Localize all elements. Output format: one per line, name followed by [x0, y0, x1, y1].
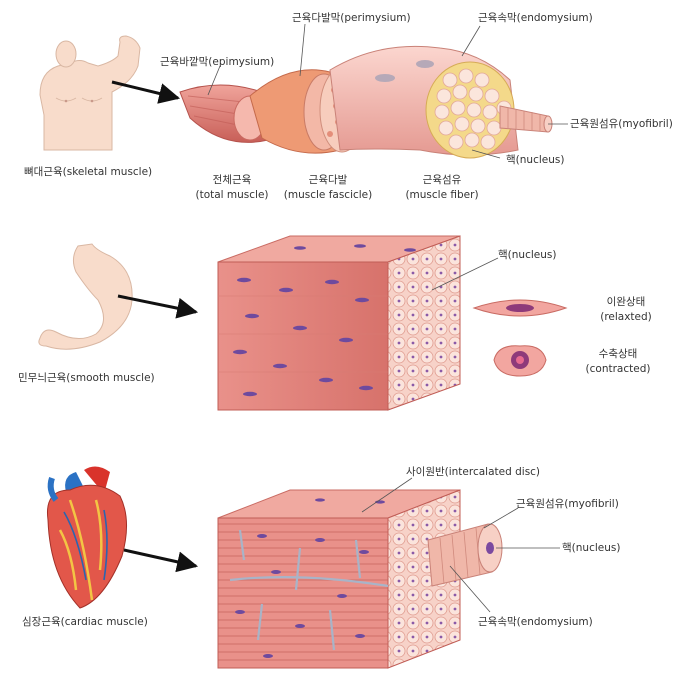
cardiac-block-front	[217, 517, 389, 669]
cardiac-endomysium-label: 근육속막(endomysium)	[478, 616, 593, 628]
relaxed-label: 이완상태	[606, 296, 646, 308]
human-torso-figure	[39, 35, 141, 151]
fascicle-label: 근육다발	[308, 174, 348, 186]
smooth-arrow	[117, 294, 199, 319]
fiber-nucleus-top	[375, 74, 395, 82]
heart-body	[46, 484, 127, 609]
epimysium-label: 근육바깥막(epimysium)	[160, 56, 275, 68]
fiber-en-label: (muscle fiber)	[405, 189, 479, 201]
fiber-label: 근육섬유	[422, 174, 462, 186]
cardiac-title: 심장근육(cardiac muscle)	[22, 616, 148, 628]
intercalated-discs	[229, 529, 389, 651]
skeletal-title: 뼈대근육(skeletal muscle)	[24, 166, 153, 178]
fascicle-en-label: (muscle fascicle)	[283, 189, 373, 201]
cardiac-arrow	[123, 548, 199, 573]
nucleus-label: 핵(nucleus)	[506, 154, 565, 166]
skeletal-arrow	[111, 80, 181, 104]
smooth-nuclei	[233, 244, 416, 397]
cardiac-nuclei	[235, 498, 385, 658]
intercalated-label: 사이원반(intercalated disc)	[406, 466, 541, 478]
stomach-figure	[38, 243, 133, 350]
relaxed-nucleus	[506, 304, 534, 312]
myofibril-bundle	[434, 68, 512, 150]
smooth-section	[38, 235, 568, 411]
smooth-block-side	[387, 235, 461, 411]
perimysium-label: 근육다발막(perimysium)	[292, 12, 411, 24]
smooth-nucleus-label: 핵(nucleus)	[498, 249, 557, 261]
smooth-title: 민무늬근육(smooth muscle)	[18, 372, 155, 384]
cardiac-myofibril-label: 근육원섬유(myofibril)	[516, 498, 619, 510]
cardiac-section	[46, 466, 560, 669]
relaxed-en-label: (relaxted)	[600, 311, 652, 323]
heart-figure	[46, 466, 127, 609]
endomysium-label: 근육속막(endomysium)	[478, 12, 593, 24]
cardiac-block-side	[387, 489, 461, 669]
contracted-label: 수축상태	[598, 348, 638, 360]
total-muscle-en-label: (total muscle)	[195, 189, 269, 201]
contracted-en-label: (contracted)	[585, 363, 651, 375]
cardiac-fiber-nucleus	[486, 542, 494, 554]
myofibril-label: 근육원섬유(myofibril)	[570, 118, 673, 130]
skeletal-section	[39, 23, 568, 159]
total-muscle-label: 전체근육	[212, 174, 252, 186]
cardiac-nucleus-label: 핵(nucleus)	[562, 542, 621, 554]
